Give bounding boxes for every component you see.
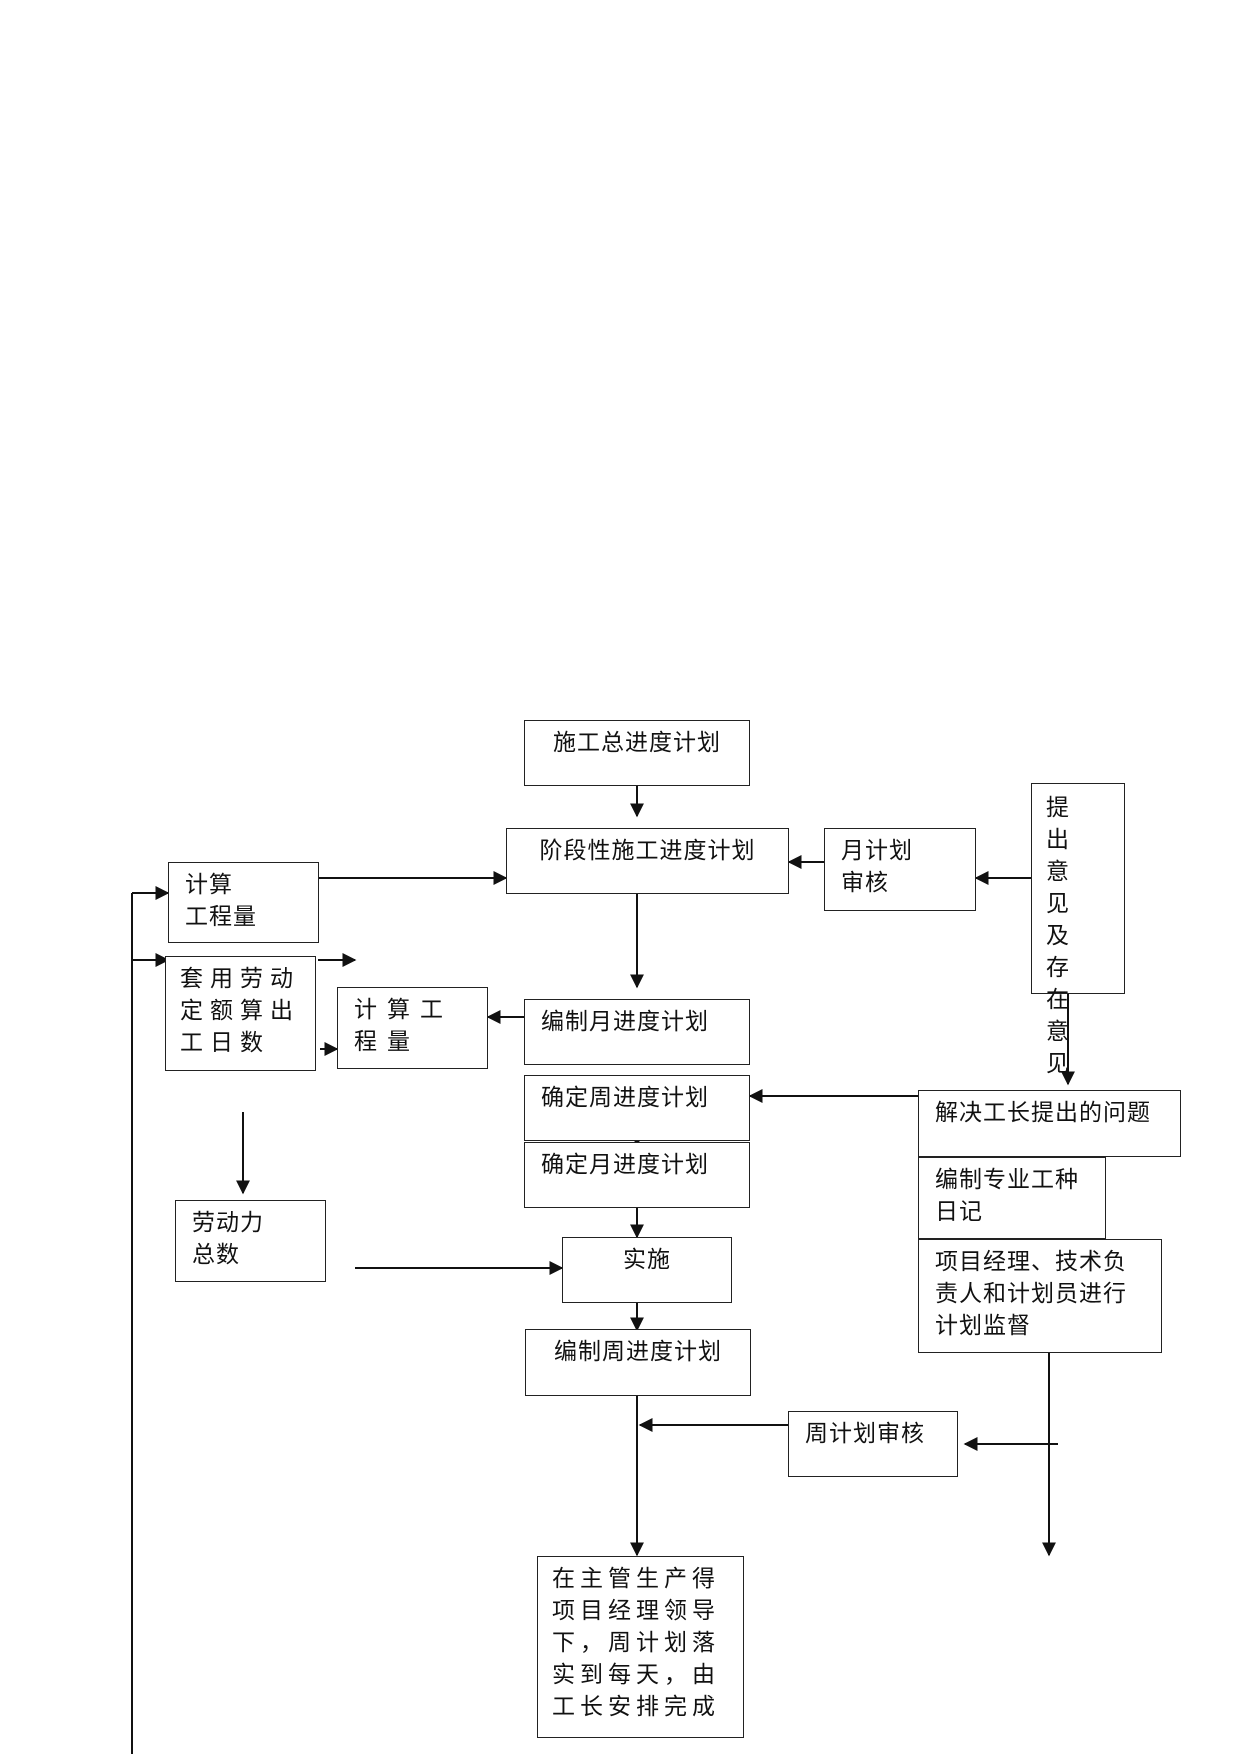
node-supervision-label: 项目经理、技术负责人和计划员进行计划监督 bbox=[935, 1249, 1127, 1339]
node-implement-label: 实施 bbox=[623, 1247, 671, 1273]
node-daily-tasks: 在主管生产得项目经理领导下，周计划落实到每天，由工长安排完成 bbox=[537, 1556, 744, 1738]
node-stage-plan: 阶段性施工进度计划 bbox=[506, 828, 789, 894]
node-confirm-weekly: 确定周进度计划 bbox=[524, 1075, 750, 1141]
node-labor-quota-label: 套用劳动定额算出工日数 bbox=[180, 966, 300, 1056]
node-calc-quantity-label: 计算 工程量 bbox=[185, 872, 257, 930]
node-labor-total: 劳动力 总数 bbox=[175, 1200, 326, 1282]
node-overall-plan: 施工总进度计划 bbox=[524, 720, 750, 786]
node-monthly-review-label: 月计划 审核 bbox=[841, 838, 913, 896]
node-weekly-review-label: 周计划审核 bbox=[805, 1421, 925, 1447]
node-compile-monthly: 编制月进度计划 bbox=[524, 999, 750, 1065]
node-compile-weekly: 编制周进度计划 bbox=[525, 1329, 751, 1396]
node-calc-quantity-2-label: 计算工程量 bbox=[354, 997, 453, 1055]
node-opinions: 提出意见及存在意见 bbox=[1031, 783, 1125, 1077]
node-stage-plan-label: 阶段性施工进度计划 bbox=[539, 838, 756, 864]
node-solve-issues: 解决工长提出的问题 bbox=[918, 1090, 1181, 1157]
node-overall-plan-label: 施工总进度计划 bbox=[553, 730, 721, 756]
node-compile-weekly-label: 编制周进度计划 bbox=[554, 1339, 722, 1365]
node-calc-quantity-2: 计算工程量 bbox=[337, 987, 488, 1069]
node-monthly-review: 月计划 审核 bbox=[824, 828, 976, 911]
node-labor-quota: 套用劳动定额算出工日数 bbox=[165, 956, 316, 1071]
node-labor-total-label: 劳动力 总数 bbox=[192, 1210, 264, 1268]
node-implement: 实施 bbox=[562, 1237, 732, 1303]
node-confirm-monthly-label: 确定月进度计划 bbox=[541, 1152, 709, 1178]
node-opinions-label: 提出意见及存在意见 bbox=[1046, 795, 1085, 1077]
node-confirm-monthly: 确定月进度计划 bbox=[524, 1142, 750, 1208]
node-compile-monthly-label: 编制月进度计划 bbox=[541, 1009, 709, 1035]
node-daily-tasks-label: 在主管生产得项目经理领导下，周计划落实到每天，由工长安排完成 bbox=[552, 1566, 720, 1720]
node-trade-diary: 编制专业工种 日记 bbox=[918, 1157, 1106, 1239]
node-confirm-weekly-label: 确定周进度计划 bbox=[541, 1085, 709, 1111]
node-supervision: 项目经理、技术负责人和计划员进行计划监督 bbox=[918, 1239, 1162, 1353]
node-weekly-review: 周计划审核 bbox=[788, 1411, 958, 1477]
node-calc-quantity: 计算 工程量 bbox=[168, 862, 319, 943]
node-solve-issues-label: 解决工长提出的问题 bbox=[935, 1100, 1151, 1126]
node-trade-diary-label: 编制专业工种 日记 bbox=[935, 1167, 1079, 1225]
